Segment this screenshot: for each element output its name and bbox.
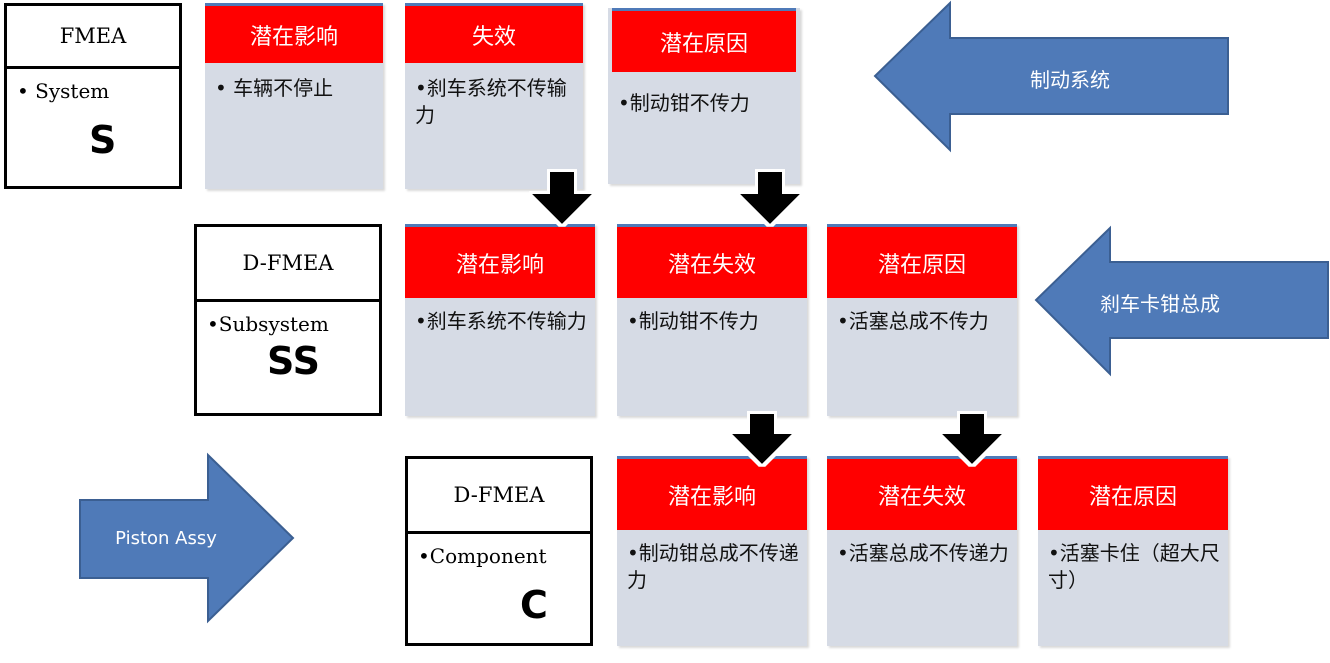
- level-title: D-FMEA: [408, 459, 590, 534]
- card-body: •活塞总成不传递力: [837, 541, 1009, 565]
- card-header: 潜在影响: [205, 3, 383, 63]
- level-box-subsystem: D-FMEA •Subsystem SS: [194, 224, 382, 416]
- card-header: 潜在原因: [612, 8, 796, 72]
- level-box-system: FMEA • System S: [4, 3, 182, 189]
- card-effect-system: 潜在影响 • 车辆不停止: [205, 3, 383, 189]
- level-title: D-FMEA: [197, 227, 379, 302]
- card-header: 潜在原因: [1038, 456, 1228, 530]
- card-failure-component: 潜在失效 •活塞总成不传递力: [827, 456, 1017, 646]
- card-body: •制动钳不传力: [627, 309, 759, 333]
- card-body: •制动钳不传力: [618, 91, 750, 115]
- card-effect-component: 潜在影响 •制动钳总成不传递力: [617, 456, 807, 646]
- level-subtitle: •Subsystem: [207, 312, 329, 336]
- card-body: • 车辆不停止: [215, 76, 334, 100]
- card-failure-system: 失效 •刹车系统不传输力: [405, 3, 583, 189]
- level-subtitle: •Component: [418, 544, 547, 568]
- level-code: C: [520, 583, 548, 627]
- level-code: S: [89, 118, 117, 162]
- card-body: •刹车系统不传输力: [415, 309, 587, 333]
- card-header: 潜在失效: [617, 224, 807, 298]
- level-code: SS: [267, 339, 321, 383]
- level-title: FMEA: [7, 6, 179, 69]
- card-failure-subsystem: 潜在失效 •制动钳不传力: [617, 224, 807, 416]
- level-box-component: D-FMEA •Component C: [405, 456, 593, 646]
- card-body: •活塞总成不传力: [837, 309, 989, 333]
- card-cause-system: 潜在原因 •制动钳不传力: [608, 8, 800, 184]
- arrow-label-component: Piston Assy: [115, 528, 217, 549]
- card-header: 潜在影响: [405, 224, 595, 298]
- level-subtitle: • System: [17, 79, 110, 103]
- card-body: •活塞卡住（超大尺寸）: [1048, 541, 1220, 592]
- arrow-label-system: 制动系统: [1030, 68, 1110, 92]
- card-body: •刹车系统不传输力: [415, 76, 567, 127]
- card-header: 潜在原因: [827, 224, 1017, 298]
- card-header: 潜在失效: [827, 456, 1017, 530]
- arrow-label-subsystem: 刹车卡钳总成: [1100, 292, 1220, 316]
- card-header: 潜在影响: [617, 456, 807, 530]
- card-cause-subsystem: 潜在原因 •活塞总成不传力: [827, 224, 1017, 416]
- card-body: •制动钳总成不传递力: [627, 541, 799, 592]
- card-cause-component: 潜在原因 •活塞卡住（超大尺寸）: [1038, 456, 1228, 646]
- card-effect-subsystem: 潜在影响 •刹车系统不传输力: [405, 224, 595, 416]
- card-header: 失效: [405, 3, 583, 63]
